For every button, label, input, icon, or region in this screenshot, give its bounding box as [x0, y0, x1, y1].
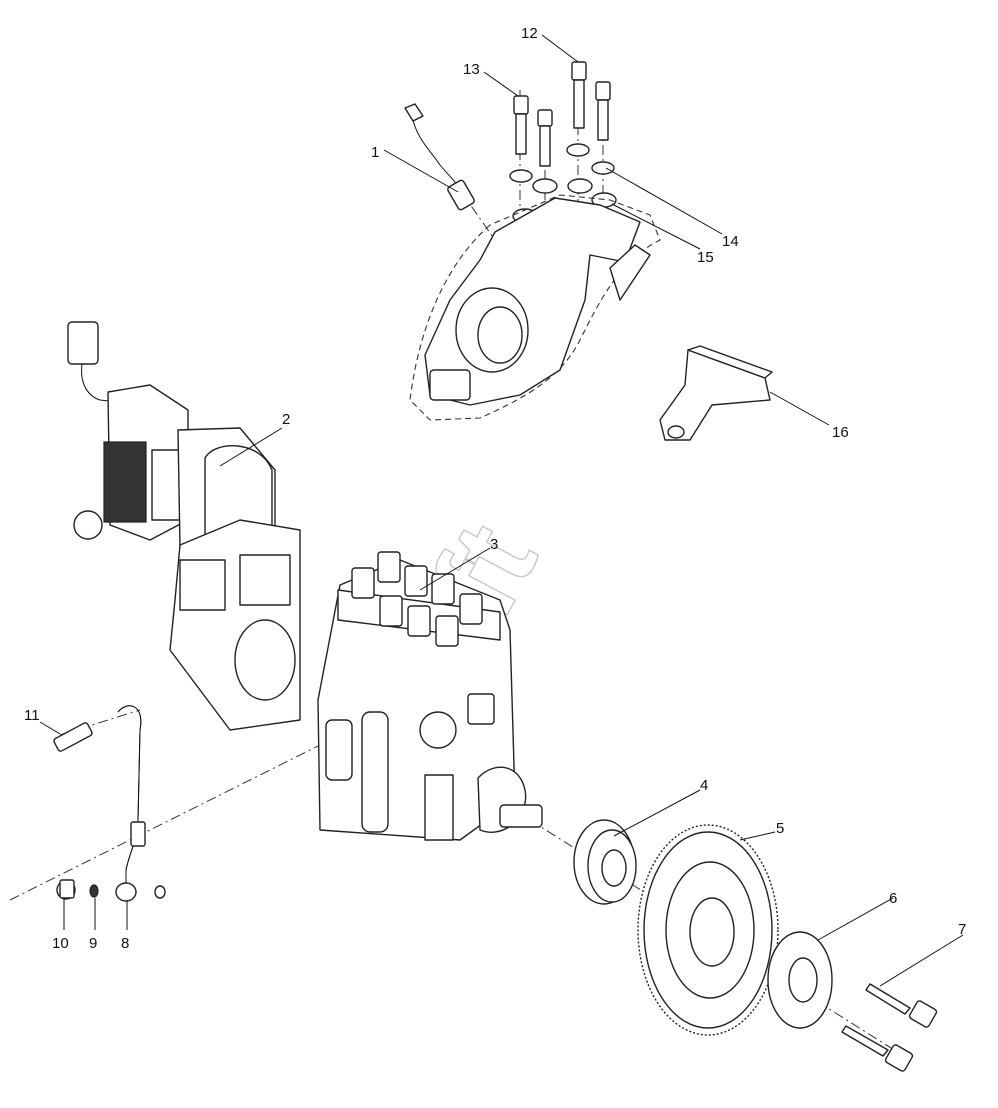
- injection-pump-3: [317, 551, 543, 841]
- hub-4: [573, 819, 637, 905]
- drive-gear-5: [637, 824, 779, 1036]
- callout-11: 11: [24, 707, 40, 724]
- retaining-plate-6: [767, 931, 833, 1029]
- callout-15: 15: [697, 249, 714, 266]
- speed-sensor-part: [404, 103, 475, 211]
- governor-actuator-2: [67, 321, 301, 731]
- callout-13: 13: [463, 61, 480, 78]
- callout-6: 6: [889, 890, 897, 907]
- bracket-16: [659, 345, 773, 441]
- callout-leaders: [39, 34, 964, 987]
- callout-4: 4: [700, 777, 708, 794]
- callout-16: 16: [832, 424, 849, 441]
- callout-8: 8: [121, 935, 129, 952]
- callout-12: 12: [521, 25, 538, 42]
- callout-5: 5: [776, 820, 784, 837]
- callout-3: 3: [490, 536, 498, 553]
- callout-9: 9: [89, 935, 97, 952]
- callout-7: 7: [958, 921, 966, 938]
- callout-14: 14: [722, 233, 739, 250]
- bolts-12-13: [513, 61, 611, 167]
- callout-2: 2: [282, 411, 290, 428]
- gear-housing-phantom: [409, 194, 661, 421]
- callout-1: 1: [371, 144, 379, 161]
- fuel-line-assembly: [53, 705, 166, 902]
- callout-labels: 1 2 3 4 5 6 7 8 9 10 11 12 13 14 15 16: [24, 25, 966, 952]
- bolts-7: [841, 983, 938, 1072]
- callout-10: 10: [52, 935, 69, 952]
